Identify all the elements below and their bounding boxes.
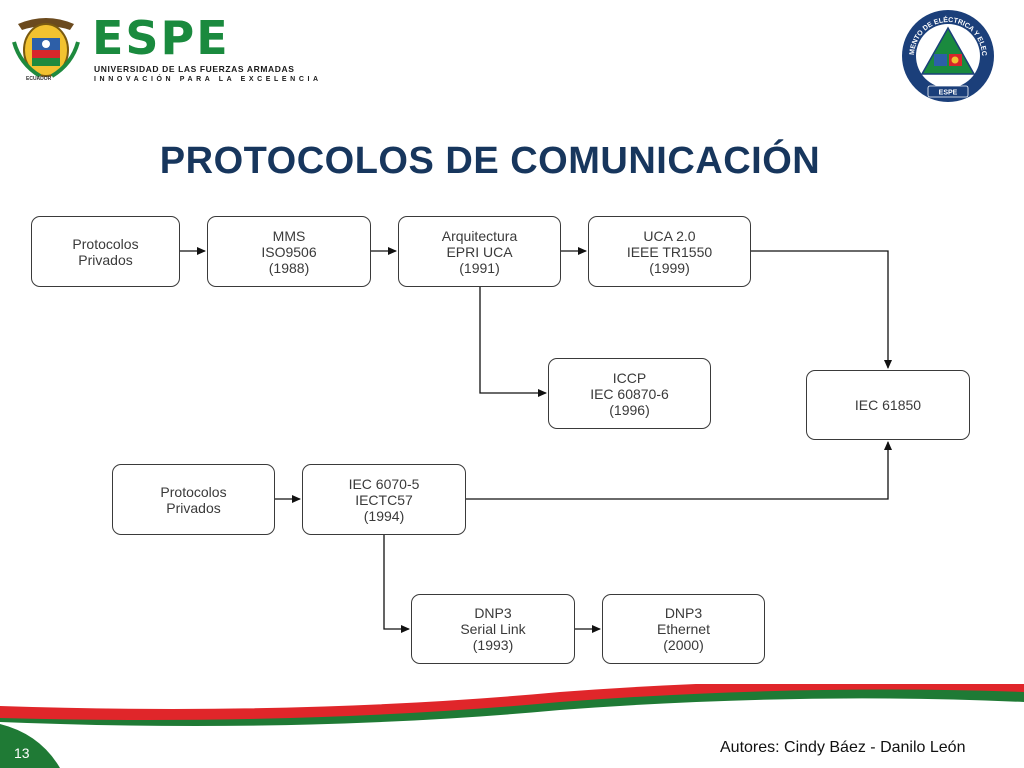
node-line: Ethernet — [657, 621, 710, 637]
node-line: IEC 60870-6 — [590, 385, 669, 402]
authors-credit: Autores: Cindy Báez - Danilo León — [720, 739, 966, 756]
node-line: IEC 6070-5 — [348, 475, 420, 492]
node-line: IEC 61850 — [854, 397, 922, 413]
node-dnp3-ethernet: DNP3 Ethernet (2000) — [602, 594, 765, 664]
node-line: UCA 2.0 — [643, 227, 696, 244]
node-protocolos-privados-1: Protocolos Privados — [31, 216, 180, 287]
node-line: IECTC57 — [355, 491, 413, 508]
espe-logo: ECUADOR ESPE UNIVERSIDAD DE LAS FUERZAS … — [10, 10, 318, 86]
node-iec-6070-5: IEC 6070-5 IECTC57 (1994) — [302, 464, 466, 535]
node-line: Serial Link — [460, 621, 526, 637]
node-line: (1996) — [609, 401, 650, 418]
slide-title: PROTOCOLOS DE COMUNICACIÓN — [159, 140, 821, 182]
node-line: (1991) — [459, 259, 500, 276]
seal-bottom-text: ESPE — [939, 90, 958, 97]
university-motto: INNOVACIÓN PARA LA EXCELENCIA — [94, 76, 322, 83]
node-uca-2: UCA 2.0 IEEE TR1550 (1999) — [588, 216, 751, 287]
department-seal-icon: DEPARTAMENTO DE ELÉCTRICA Y ELECTRÓNICA … — [898, 6, 994, 102]
node-line: Protocolos — [72, 235, 139, 252]
node-line: (1994) — [363, 507, 405, 524]
node-iec-61850: IEC 61850 — [806, 370, 970, 440]
node-line: EPRI UCA — [446, 243, 513, 260]
university-crest-icon — [12, 18, 80, 78]
espe-wordmark: ESPE — [92, 11, 230, 65]
edge-iec6070-dnp3s — [383, 535, 410, 633]
node-line: ISO9506 — [261, 243, 317, 260]
node-line: IEEE TR1550 — [626, 243, 713, 260]
crest-caption: ECUADOR — [26, 76, 52, 82]
node-line: (1993) — [472, 637, 514, 653]
page-number: 13 — [14, 745, 30, 761]
edge-epri-iccp — [479, 287, 547, 397]
node-line: ICCP — [612, 369, 647, 386]
edge-uca-iec61850 — [751, 250, 892, 369]
node-protocolos-privados-2: Protocolos Privados — [112, 464, 275, 535]
edge-iec6070-iec61850 — [466, 441, 892, 500]
university-name: UNIVERSIDAD DE LAS FUERZAS ARMADAS — [94, 64, 295, 74]
node-line: Privados — [78, 251, 133, 268]
node-line: Arquitectura — [441, 227, 518, 244]
node-line: (1988) — [268, 259, 310, 276]
node-mms: MMS ISO9506 (1988) — [207, 216, 371, 287]
node-dnp3-serial: DNP3 Serial Link (1993) — [411, 594, 575, 664]
node-line: DNP3 — [474, 605, 512, 621]
node-line: MMS — [272, 227, 306, 244]
node-epri-uca: Arquitectura EPRI UCA (1991) — [398, 216, 561, 287]
node-iccp: ICCP IEC 60870-6 (1996) — [548, 358, 711, 429]
node-line: DNP3 — [664, 605, 703, 621]
node-line: Protocolos — [160, 483, 227, 500]
node-line: (2000) — [663, 637, 704, 653]
footer-band — [0, 684, 1024, 768]
node-line: (1999) — [649, 259, 690, 276]
node-line: Privados — [166, 499, 221, 516]
